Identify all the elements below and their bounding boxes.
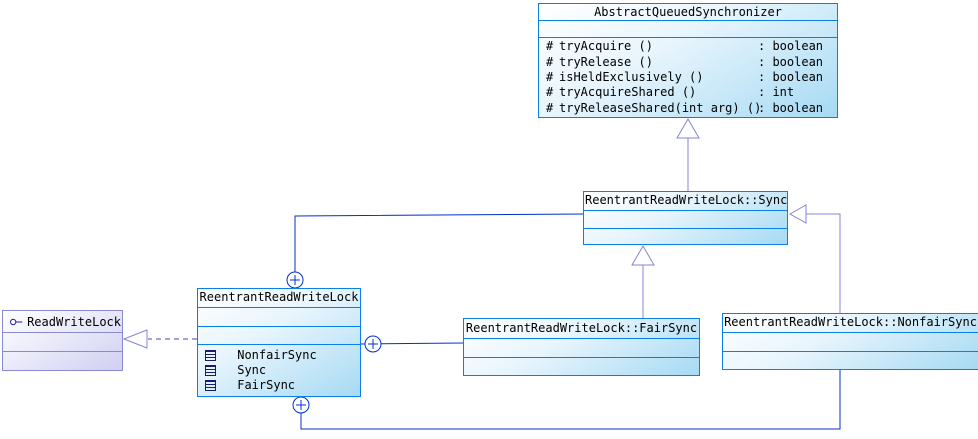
containment-rrwl-sync: [286, 213, 584, 289]
class-title: ReentrantReadWriteLock::NonfairSync: [724, 315, 977, 329]
generalization-arrowhead: [676, 118, 700, 139]
methods-compartment: [464, 357, 699, 375]
methods-compartment: [723, 351, 978, 369]
generalization-fairsync-to-sync: [631, 245, 655, 318]
class-box-fairsync[interactable]: ReentrantReadWriteLock::FairSync: [463, 318, 700, 376]
method-return-type: : int: [758, 85, 795, 100]
attributes-compartment: [723, 332, 978, 351]
class-title: ReentrantReadWriteLock::FairSync: [465, 321, 698, 335]
realization-arrowhead: [122, 329, 148, 349]
class-title: ReentrantReadWriteLock: [199, 290, 359, 304]
method-row: # tryAcquire () : boolean: [539, 39, 837, 54]
class-box-reentrantreadwritelock[interactable]: ReentrantReadWriteLock NonfairSync Sync …: [197, 288, 361, 397]
nested-class-item[interactable]: Sync: [198, 363, 360, 378]
attributes-compartment: [584, 210, 787, 228]
nested-class-label: FairSync: [237, 378, 296, 392]
containment-rrwl-nonfairsync: [292, 370, 841, 430]
visibility-marker: #: [546, 85, 554, 100]
method-name: tryRelease (): [559, 54, 653, 69]
nested-class-icon: [205, 365, 216, 376]
class-box-abstractqueuedsynchronizer[interactable]: AbstractQueuedSynchronizer # tryAcquire …: [538, 3, 838, 118]
attributes-compartment: [198, 307, 360, 326]
method-return-type: : boolean: [758, 69, 824, 84]
method-return-type: : boolean: [758, 54, 824, 69]
method-return-type: : boolean: [758, 39, 824, 54]
class-title: ReentrantReadWriteLock::Sync: [585, 193, 787, 207]
method-row: # tryAcquireShared () : int: [539, 85, 837, 100]
method-name: tryReleaseShared(int arg) (): [559, 100, 762, 115]
nested-class-item[interactable]: NonfairSync: [198, 348, 360, 363]
attributes-compartment: [539, 20, 837, 37]
generalization-nonfairsync-to-sync: [788, 204, 841, 313]
nested-class-icon: [205, 380, 216, 391]
nested-class-icon: [205, 350, 216, 361]
methods-compartment: [198, 326, 360, 344]
class-box-nonfairsync[interactable]: ReentrantReadWriteLock::NonfairSync: [722, 313, 978, 370]
visibility-marker: #: [546, 39, 554, 54]
interface-box-readwritelock[interactable]: ReadWriteLock: [2, 310, 123, 371]
method-name: isHeldExclusively (): [559, 69, 704, 84]
attributes-compartment: [3, 332, 122, 351]
interface-name: ReadWriteLock: [27, 314, 121, 329]
nested-classes-compartment: NonfairSync Sync FairSync: [198, 344, 360, 396]
methods-compartment: # tryAcquire () : boolean # tryRelease (…: [539, 37, 837, 117]
method-name: tryAcquire (): [559, 39, 653, 54]
methods-compartment: [584, 228, 787, 244]
nested-class-label: NonfairSync: [237, 348, 317, 362]
generalization-arrowhead: [788, 204, 807, 224]
class-box-sync[interactable]: ReentrantReadWriteLock::Sync: [583, 191, 788, 245]
attributes-compartment: [464, 338, 699, 357]
visibility-marker: #: [546, 100, 554, 115]
method-row: # tryReleaseShared(int arg) () : boolean: [539, 101, 837, 116]
interface-title: ReadWriteLock: [3, 311, 122, 332]
method-row: # isHeldExclusively () : boolean: [539, 70, 837, 85]
methods-compartment: [3, 351, 122, 370]
visibility-marker: #: [546, 69, 554, 84]
method-return-type: : boolean: [758, 100, 824, 115]
nested-class-item[interactable]: FairSync: [198, 378, 360, 393]
visibility-marker: #: [546, 54, 554, 69]
realization-rrwl-to-readwritelock: [122, 329, 197, 349]
method-row: # tryRelease () : boolean: [539, 55, 837, 70]
method-name: tryAcquireShared (): [559, 85, 697, 100]
containment-rrwl-fairsync: [360, 335, 464, 353]
class-title: AbstractQueuedSynchronizer: [594, 5, 782, 19]
generalization-sync-to-aqs: [676, 118, 700, 191]
interface-lollipop-icon: [9, 318, 23, 325]
generalization-arrowhead: [631, 245, 655, 266]
nested-class-label: Sync: [237, 363, 267, 377]
